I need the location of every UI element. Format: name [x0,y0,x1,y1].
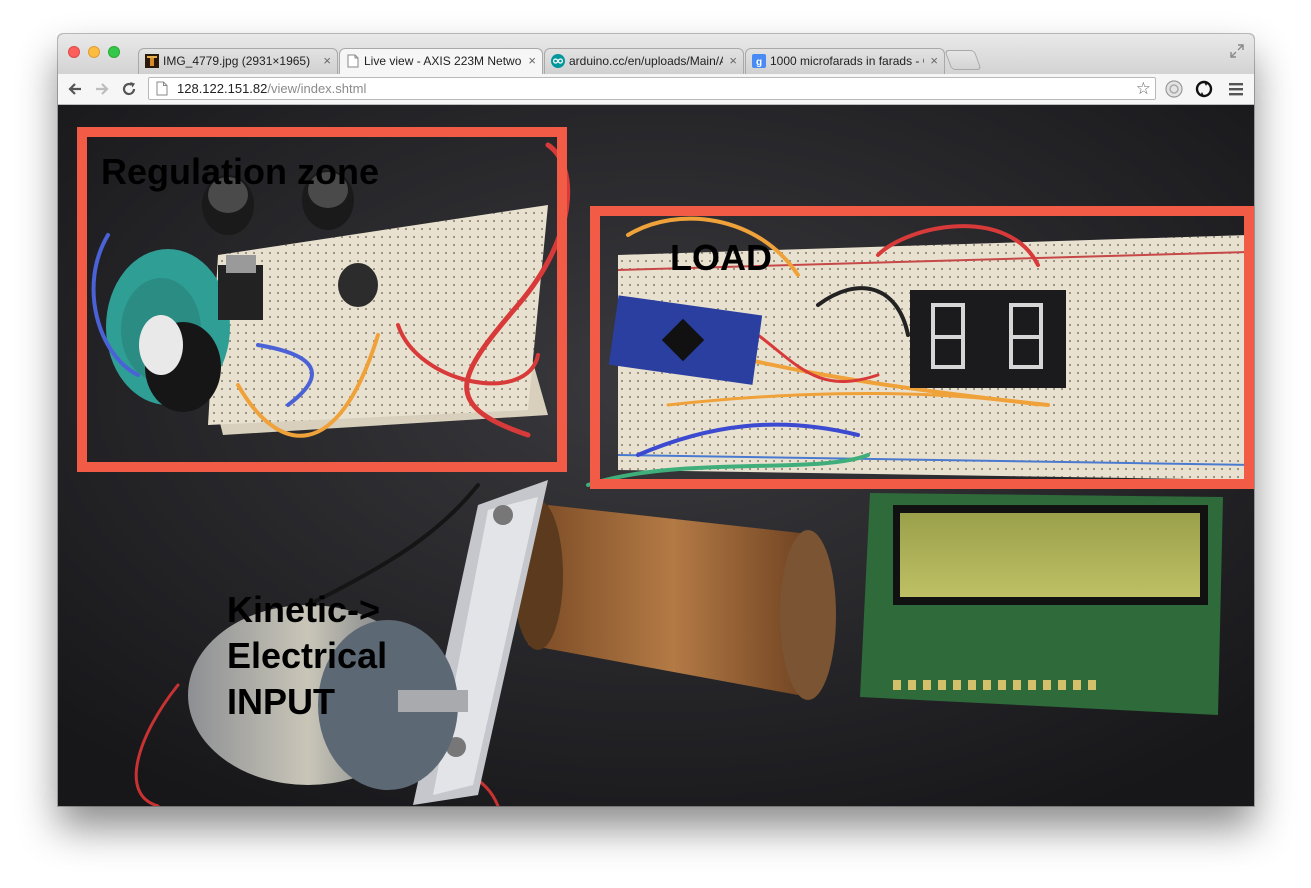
page-viewport: Regulation zone LOAD Kinetic-> Electrica… [58,105,1254,806]
tab-arduino[interactable]: arduino.cc/en/uploads/Main/ArduinoProMin… [544,48,744,74]
forward-arrow-icon[interactable] [92,79,112,99]
tab-live-view[interactable]: Live view - AXIS 223M Network Camera × [339,48,543,74]
close-icon[interactable]: × [729,53,737,68]
input-label-line3: INPUT [227,681,335,722]
close-icon[interactable]: × [323,53,331,68]
regulation-zone-box [77,127,567,472]
minimize-window-button[interactable] [88,46,100,58]
tab-title: Live view - AXIS 223M Network Camera [364,54,522,68]
back-arrow-icon[interactable] [65,79,85,99]
page-icon [156,81,168,96]
left-breadboard [208,205,548,435]
zoom-window-button[interactable] [108,46,120,58]
seven-segment-display [910,290,1066,388]
input-label-line2: Electrical [227,635,388,676]
svg-text:g: g [756,57,762,68]
load-zone-box [590,206,1254,489]
tab-google-search[interactable]: g 1000 microfarads in farads - Google Se… [745,48,945,74]
fullscreen-icon[interactable] [1230,44,1244,58]
sync-icon[interactable] [1194,79,1214,99]
browser-window: IMG_4779.jpg (2931×1965) × Live view - A… [58,34,1254,806]
tab-image[interactable]: IMG_4779.jpg (2931×1965) × [138,48,338,74]
url-path: /view/index.shtml [267,81,367,96]
input-label-line1: Kinetic-> [227,589,381,630]
google-icon: g [752,54,766,68]
lcd-module [860,493,1223,715]
capacitors [106,170,378,412]
new-tab-button[interactable] [944,50,982,70]
regulation-zone-label: Regulation zone [101,151,379,192]
star-icon[interactable]: ☆ [1135,79,1151,98]
close-icon[interactable]: × [528,53,536,68]
tab-title: IMG_4779.jpg (2931×1965) [163,54,311,68]
browser-toolbar: 128.122.151.82/view/index.shtml ☆ [58,74,1254,105]
tab-title: 1000 microfarads in farads - Google Sear… [770,54,924,68]
menu-icon[interactable] [1226,79,1246,99]
camera-live-view-image [58,105,1254,806]
image-thumbnail-icon [145,54,159,68]
reload-icon[interactable] [119,79,139,99]
coil [513,500,836,700]
address-bar[interactable]: 128.122.151.82/view/index.shtml ☆ [148,77,1156,100]
url-host: 128.122.151.82 [177,81,268,96]
load-label: LOAD [670,237,772,278]
motor [188,605,468,790]
address-url: 128.122.151.82/view/index.shtml [177,78,366,99]
document-icon [347,54,359,68]
close-window-button[interactable] [68,46,80,58]
close-icon[interactable]: × [930,53,938,68]
arduino-icon [551,54,565,68]
tab-title: arduino.cc/en/uploads/Main/ArduinoProMin… [569,54,723,68]
extension-icon[interactable] [1164,79,1184,99]
tab-strip: IMG_4779.jpg (2931×1965) × Live view - A… [58,34,1254,74]
arduino-board [608,295,763,385]
